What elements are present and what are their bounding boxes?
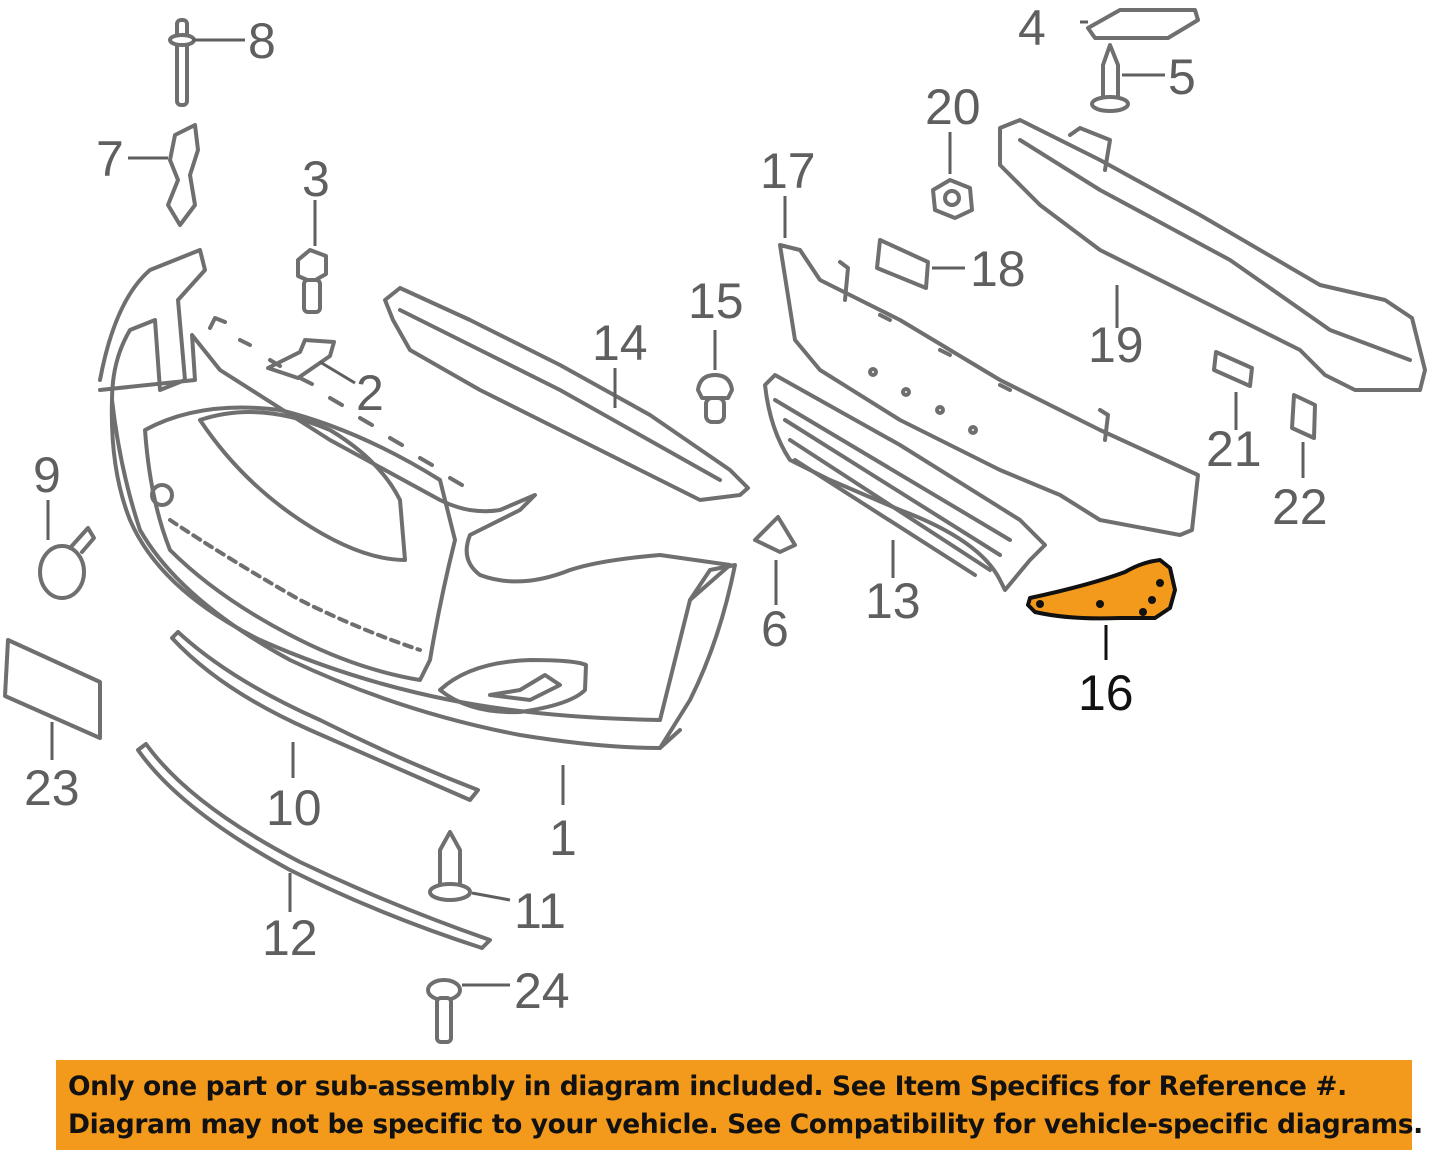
part-9-cap: [38, 526, 96, 600]
callout-labels: 8 7 3 2 4 5 20 17 18 19 15 14 21 22 9 6 …: [24, 0, 1328, 1019]
disclaimer-banner: Only one part or sub-assembly in diagram…: [56, 1060, 1423, 1150]
callout-20: 20: [925, 79, 981, 135]
callout-7: 7: [96, 131, 124, 187]
part-10-molding: [170, 630, 480, 802]
callout-24: 24: [514, 963, 570, 1019]
callout-17: 17: [760, 143, 816, 199]
part-11-screw: [428, 830, 472, 902]
part-21-label: [1212, 350, 1254, 388]
callout-8: 8: [248, 13, 276, 69]
part-16-highlighted-bracket: [1026, 558, 1177, 621]
part-19-beam: [998, 118, 1427, 392]
callout-9: 9: [33, 447, 61, 503]
part-5-bolt: [1090, 43, 1130, 113]
callout-3: 3: [302, 151, 330, 207]
part-6-bracket: [753, 515, 797, 554]
part-20-nut: [931, 178, 974, 220]
callout-18: 18: [970, 241, 1026, 297]
callout-4: 4: [1018, 0, 1046, 56]
callout-12: 12: [262, 910, 318, 966]
part-7-bracket: [166, 123, 200, 227]
part-14-strip: [383, 286, 750, 502]
callout-6: 6: [761, 601, 789, 657]
callout-14: 14: [592, 315, 648, 371]
part-22-label: [1290, 393, 1317, 440]
part-1-bumper-cover: [98, 248, 737, 750]
leader-lines: [46, 20, 1305, 987]
callout-2: 2: [356, 365, 384, 421]
part-18-label: [875, 238, 930, 290]
part-23-plate: [3, 638, 102, 740]
callout-23: 23: [24, 760, 80, 816]
callout-21: 21: [1206, 421, 1262, 477]
part-2-tape: [266, 338, 336, 380]
part-3-bolt: [296, 248, 328, 314]
part-12-strip: [136, 742, 492, 950]
callout-15: 15: [688, 273, 744, 329]
callout-10: 10: [266, 780, 322, 836]
part-24-screw: [426, 978, 462, 1044]
part-8-pin: [168, 18, 196, 107]
callout-22: 22: [1272, 479, 1328, 535]
disclaimer-line-2: Diagram may not be specific to your vehi…: [68, 1109, 1423, 1140]
callout-19: 19: [1088, 317, 1144, 373]
part-4-bracket: [1086, 8, 1200, 40]
callout-11: 11: [514, 883, 566, 939]
callout-1: 1: [549, 810, 577, 866]
callout-13: 13: [865, 573, 921, 629]
callout-16: 16: [1078, 665, 1134, 721]
part-13-grille: [763, 373, 1047, 592]
callout-5: 5: [1168, 49, 1196, 105]
disclaimer-line-1: Only one part or sub-assembly in diagram…: [68, 1071, 1347, 1102]
part-15-clip: [696, 373, 734, 424]
part-17-support: [778, 243, 1200, 537]
